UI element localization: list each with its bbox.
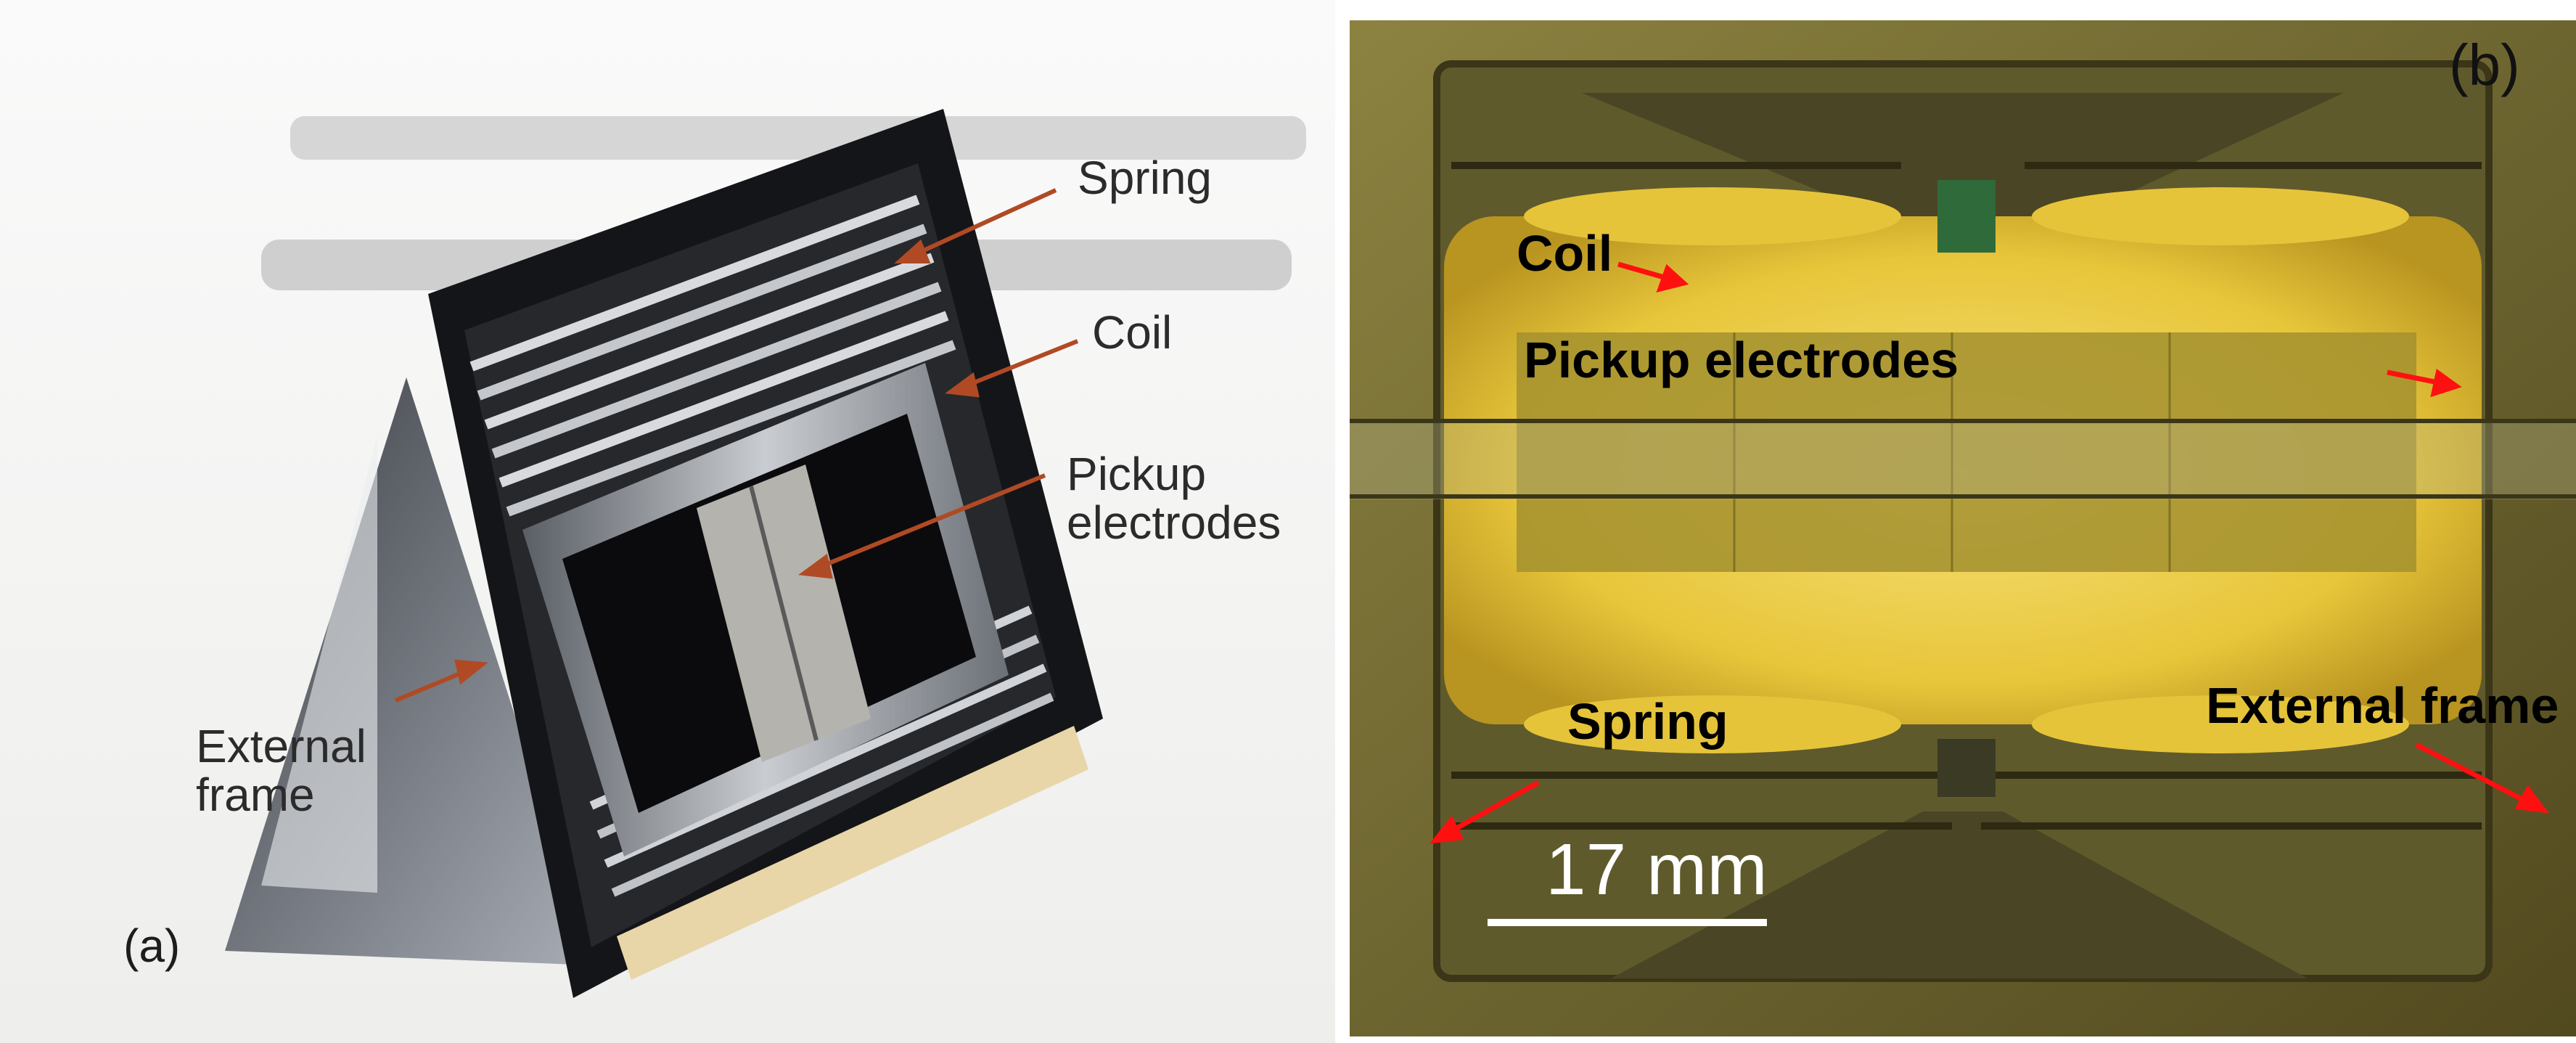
bottom-anchor: [1611, 811, 2308, 978]
panel-b-arrows: [1429, 261, 2549, 844]
spring-blade-tl: [1524, 187, 1901, 245]
glass-strip: [1350, 420, 2576, 499]
panel-a-arrows: [394, 188, 1079, 703]
label-pickup-b: Pickup electrodes: [1524, 332, 1959, 388]
panel-letter-b: (b): [2449, 33, 2520, 97]
connector-chip-top: [1937, 180, 1995, 253]
connector-chip-bottom: [1937, 739, 1995, 797]
label-pickup-a: Pickup electrodes: [1067, 448, 1281, 549]
panel-a-photo: Spring Coil Pickup electrodes External f…: [0, 0, 1335, 1043]
panel-b-photo: Coil Pickup electrodes Spring External f…: [1350, 20, 2576, 1036]
springs-top: [469, 195, 956, 517]
top-anchor: [1582, 93, 2344, 231]
spring-blade-tr: [2032, 187, 2409, 245]
label-coil-b: Coil: [1517, 225, 1613, 282]
label-external-frame-a: External frame: [196, 720, 366, 822]
label-coil-a: Coil: [1092, 306, 1173, 359]
contact-pads: [617, 726, 1088, 980]
label-external-frame-b: External frame: [2206, 677, 2559, 734]
panel-b-drawing: [1350, 20, 2576, 1036]
tweezers-blur: [290, 116, 1306, 160]
label-spring-b: Spring: [1567, 693, 1728, 750]
spring-blade-bl: [1524, 695, 1901, 753]
scale-bar: [1488, 919, 1767, 926]
pickup-electrodes-b: [1517, 332, 2416, 572]
scale-bar-label: 17 mm: [1546, 829, 1768, 910]
label-spring-a: Spring: [1078, 152, 1212, 204]
panel-a-drawing: [0, 0, 1335, 1043]
outer-springs: [1451, 162, 2482, 830]
spring-blade-br: [2032, 695, 2409, 753]
panel-letter-a: (a): [123, 920, 181, 972]
